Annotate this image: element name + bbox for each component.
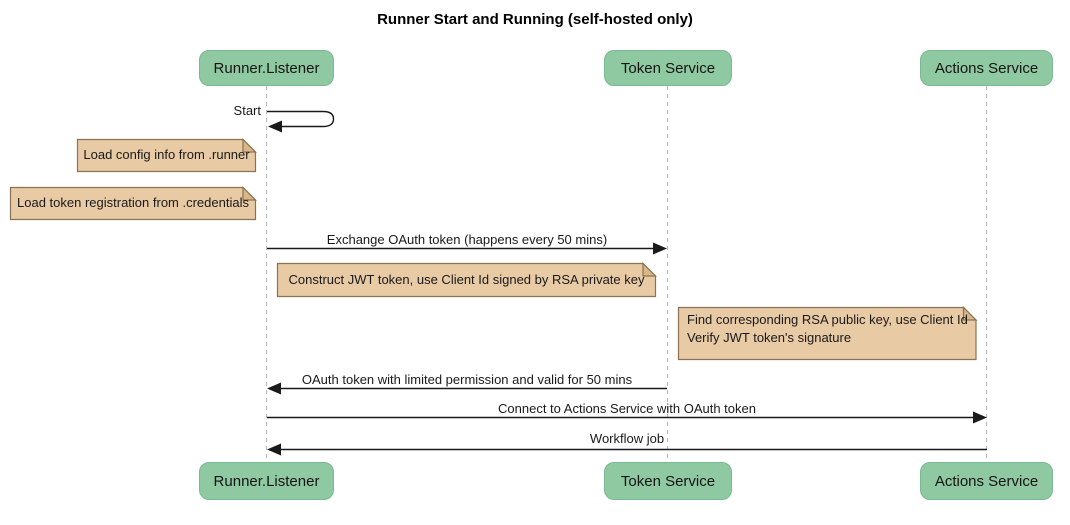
arrow-oauth-return: [267, 382, 667, 395]
note-shape-load-config: [76, 138, 257, 173]
note-verify-jwt-line1: Find corresponding RSA public key, use C…: [687, 312, 968, 327]
message-exchange-oauth: Exchange OAuth token (happens every 50 m…: [326, 232, 608, 247]
note-shape-load-token: [9, 186, 257, 221]
arrow-start-self-loop: [267, 110, 335, 133]
participant-actions-service-top: Actions Service: [920, 50, 1053, 86]
message-start: Start: [233, 103, 261, 118]
note-verify-jwt-line2: Verify JWT token's signature: [687, 329, 852, 345]
diagram-title: Runner Start and Running (self-hosted on…: [377, 11, 693, 28]
participant-token-service-top: Token Service: [604, 50, 732, 86]
message-connect-actions: Connect to Actions Service with OAuth to…: [498, 401, 756, 416]
note-construct-jwt: Construct JWT token, use Client Id signe…: [288, 272, 645, 287]
participant-actions-service-bottom: Actions Service: [920, 462, 1053, 500]
note-load-config: Load config info from .runner: [83, 147, 250, 162]
participant-label: Token Service: [620, 59, 716, 77]
arrow-connect-actions: [267, 411, 987, 424]
participant-label: Actions Service: [934, 59, 1039, 77]
arrow-exchange-oauth: [267, 242, 667, 255]
participant-token-service-bottom: Token Service: [604, 462, 732, 500]
participant-runner-listener-bottom: Runner.Listener: [199, 462, 334, 500]
note-verify-jwt: Find corresponding RSA public key, use C…: [687, 311, 975, 346]
participant-label: Token Service: [620, 472, 716, 490]
note-shape-construct-jwt: [276, 262, 657, 298]
participant-runner-listener-top: Runner.Listener: [199, 50, 334, 86]
note-shape-verify-jwt: [677, 306, 978, 361]
note-load-token-registration: Load token registration from .credential…: [17, 195, 249, 210]
message-oauth-return: OAuth token with limited permission and …: [301, 372, 633, 387]
arrow-workflow-job: [267, 443, 987, 456]
participant-label: Runner.Listener: [213, 59, 320, 77]
participant-label: Runner.Listener: [213, 472, 320, 490]
participant-label: Actions Service: [934, 472, 1039, 490]
message-workflow-job: Workflow job: [589, 431, 665, 446]
